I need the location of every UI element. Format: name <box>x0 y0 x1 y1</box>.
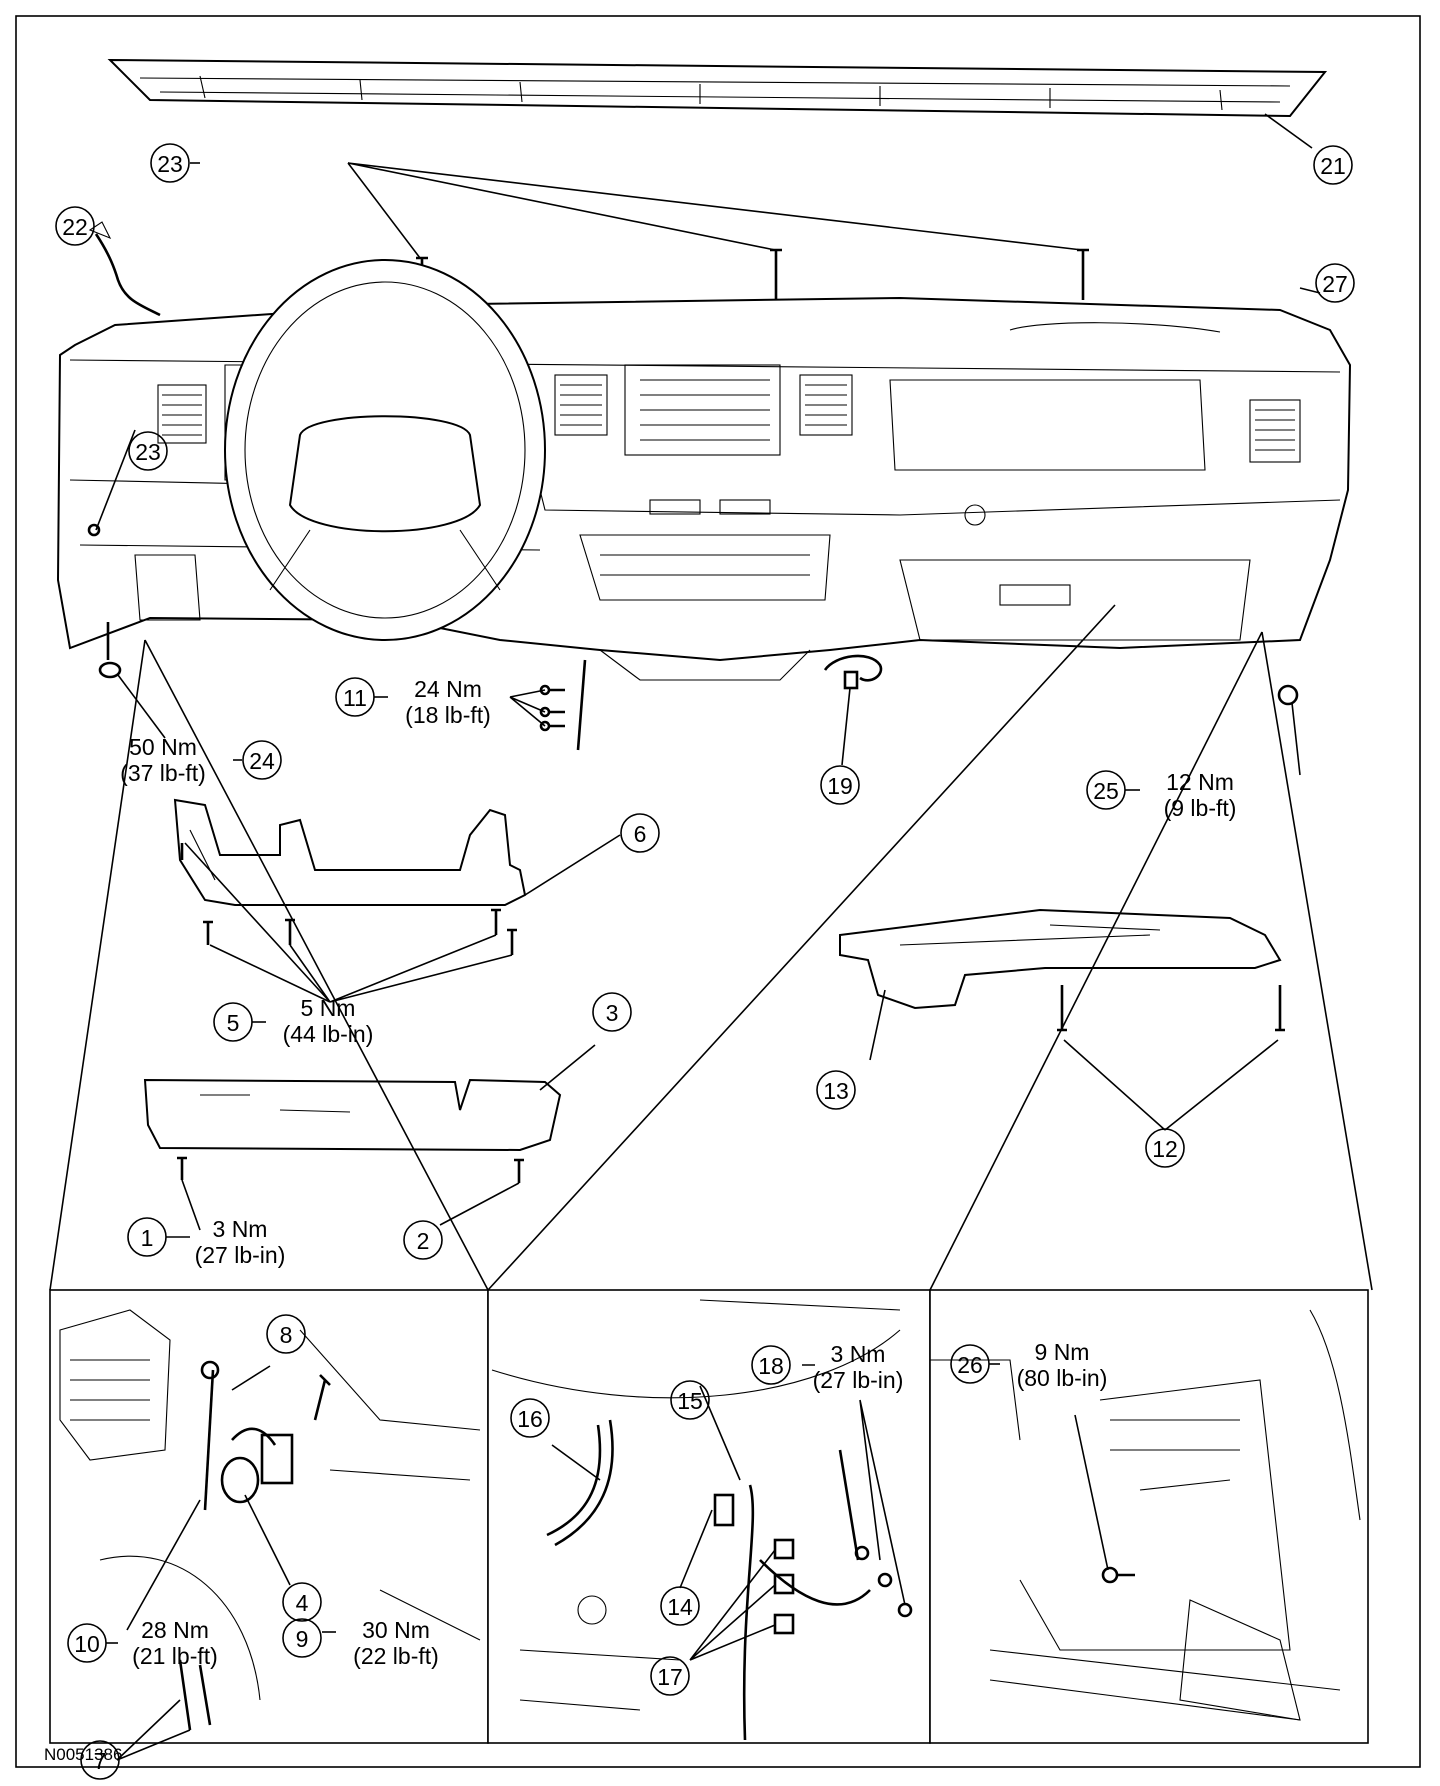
callout-6: 6 <box>620 813 660 853</box>
callout-16-number: 16 <box>517 1406 543 1432</box>
callout-26-spec-2: (80 lb-in) <box>1017 1365 1108 1391</box>
callout-16: 16 <box>510 1398 550 1438</box>
callout-26: 26 9 Nm (80 lb-in) <box>950 1339 1108 1391</box>
callout-4: 4 <box>282 1582 322 1622</box>
screws-5 <box>180 843 517 955</box>
callout-5: 5 5 Nm (44 lb-in) <box>213 995 374 1047</box>
callout-10-number: 10 <box>74 1631 100 1657</box>
callout-25-spec-1: 12 Nm <box>1166 769 1234 795</box>
callout-21-number: 22 <box>62 214 88 240</box>
callout-25: 25 12 Nm (9 lb-ft) <box>1086 769 1237 821</box>
callout-3-number: 3 <box>606 1000 619 1026</box>
callout-9-spec-2: (22 lb-ft) <box>353 1643 439 1669</box>
callout-9-number: 9 <box>296 1626 309 1652</box>
callout-22-number: 23 <box>157 151 183 177</box>
callout-24: 50 Nm (37 lb-ft) 24 <box>120 734 282 786</box>
screws-12 <box>1057 985 1285 1032</box>
callout-19-number: 19 <box>827 773 853 799</box>
detail-view-center <box>487 1289 931 1744</box>
connector-19 <box>823 654 883 682</box>
callout-5-number: 5 <box>227 1010 240 1036</box>
screws-11 <box>509 684 565 732</box>
callout-12: 12 <box>1145 1128 1185 1168</box>
instrument-panel <box>56 259 1352 681</box>
callout-14: 14 <box>660 1586 700 1626</box>
callout-17: 17 <box>650 1656 690 1696</box>
callout-25-spec-2: (9 lb-ft) <box>1164 795 1237 821</box>
bracket-13 <box>839 908 1282 1010</box>
callout-26-spec-1: 9 Nm <box>1035 1339 1090 1365</box>
callout-27: 27 <box>1315 263 1355 303</box>
callout-14-number: 14 <box>667 1594 693 1620</box>
callout-11-spec-1: 24 Nm <box>414 676 482 702</box>
callout-23-number: 23 <box>135 439 161 465</box>
callout-8-number: 8 <box>280 1322 293 1348</box>
callout-23: 23 <box>128 431 168 471</box>
callout-9-spec-1: 30 Nm <box>362 1617 430 1643</box>
callout-7-number: 7 <box>94 1748 107 1774</box>
callout-11: 11 24 Nm (18 lb-ft) <box>335 676 491 728</box>
lower-trim-panel-3 <box>143 1078 562 1152</box>
callout-21: 22 <box>55 206 95 246</box>
callout-12-number: 12 <box>1152 1136 1178 1162</box>
callout-1-spec-2: (27 lb-in) <box>195 1242 286 1268</box>
callout-6-number: 6 <box>634 821 647 847</box>
callout-5-spec-1: 5 Nm <box>301 995 356 1021</box>
callout-20: 21 <box>1313 145 1353 185</box>
callout-2: 2 <box>403 1220 443 1260</box>
callout-24-spec-1: 50 Nm <box>129 734 197 760</box>
callout-2-number: 2 <box>417 1228 430 1254</box>
callout-1: 1 3 Nm (27 lb-in) <box>127 1216 286 1268</box>
callout-18-spec-2: (27 lb-in) <box>813 1367 904 1393</box>
callout-20-number: 21 <box>1320 153 1346 179</box>
callout-24-spec-2: (37 lb-ft) <box>120 760 206 786</box>
callout-13: 13 <box>816 1070 856 1110</box>
callout-15: 15 <box>670 1380 710 1420</box>
callout-11-spec-2: (18 lb-ft) <box>405 702 491 728</box>
callout-3: 3 <box>592 992 632 1032</box>
callout-8: 8 <box>266 1314 306 1354</box>
callout-17-number: 17 <box>657 1664 683 1690</box>
outer-frame <box>15 15 1421 1768</box>
harness-21 <box>94 233 161 317</box>
callout-10: 10 28 Nm (21 lb-ft) <box>67 1617 218 1669</box>
callout-22: 23 <box>150 143 190 183</box>
callout-10-spec-1: 28 Nm <box>141 1617 209 1643</box>
callout-19: 19 <box>820 765 860 805</box>
callout-26-number: 26 <box>957 1352 983 1378</box>
callout-7: 7 <box>80 1740 120 1780</box>
callout-27-number: 27 <box>1322 271 1348 297</box>
screw-1 <box>177 1156 187 1180</box>
callout-18: 18 3 Nm (27 lb-in) <box>751 1341 904 1393</box>
callout-18-spec-1: 3 Nm <box>831 1341 886 1367</box>
detail-view-right <box>929 1289 1369 1744</box>
callout-24-number: 24 <box>249 748 275 774</box>
callout-9: 9 30 Nm (22 lb-ft) <box>282 1617 439 1669</box>
callout-15-number: 15 <box>677 1388 703 1414</box>
figure-id: N0051386 <box>44 1745 122 1764</box>
screw-22 <box>416 248 1089 300</box>
callout-1-spec-1: 3 Nm <box>213 1216 268 1242</box>
callout-1-number: 1 <box>141 1225 154 1251</box>
bolt-24 <box>98 622 122 679</box>
callout-25-number: 25 <box>1093 778 1119 804</box>
detail-view-left <box>49 1289 489 1761</box>
callout-11-number: 11 <box>343 685 367 711</box>
callout-13-number: 13 <box>823 1078 849 1104</box>
nut-25 <box>1277 684 1299 706</box>
callout-5-spec-2: (44 lb-in) <box>283 1021 374 1047</box>
callout-4-number: 4 <box>296 1590 309 1616</box>
screw-2 <box>514 1158 524 1183</box>
callout-18-number: 18 <box>758 1353 784 1379</box>
callout-10-spec-2: (21 lb-ft) <box>132 1643 218 1669</box>
defroster-grille-panel <box>107 58 1328 118</box>
